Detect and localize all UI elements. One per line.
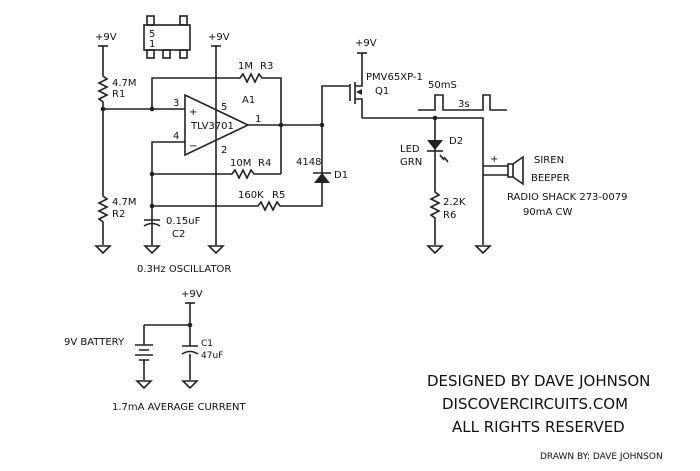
a1-part: TLV3701 — [190, 121, 234, 132]
ground-icons — [94, 245, 492, 390]
c1-ref: C1 — [201, 339, 213, 349]
average-current-note: 1.7mA AVERAGE CURRENT — [112, 402, 246, 413]
r5-ref: R5 — [272, 190, 285, 201]
site-name: DISCOVERCIRCUITS.COM — [442, 395, 628, 413]
r6-ref: R6 — [443, 210, 456, 221]
d1-part: 4148 — [296, 157, 321, 168]
led-d2-icon — [427, 140, 443, 150]
r1-r2-resistors — [97, 46, 109, 245]
battery-icon — [135, 344, 153, 361]
mosfet-q1-icon — [356, 89, 362, 95]
c2-ref: C2 — [172, 229, 185, 240]
waveform-icon — [418, 94, 507, 111]
plus-input-sign: + — [189, 107, 197, 118]
led-color: GRN — [400, 157, 422, 168]
comparator-a1 — [184, 93, 250, 157]
r2-ref: R2 — [112, 209, 125, 220]
vcc-label: +9V — [95, 32, 117, 43]
speaker-part: RADIO SHACK 273-0079 — [507, 192, 627, 203]
vcc-label: +9V — [355, 38, 377, 49]
q1-ref: Q1 — [375, 86, 389, 97]
drawn-by: DRAWN BY: DAVE JOHNSON — [540, 452, 663, 462]
vcc-label: +9V — [181, 289, 203, 300]
pin-1: 1 — [255, 114, 261, 125]
led-label: LED — [400, 144, 420, 155]
speaker-label-1: SIREN — [534, 155, 564, 166]
rights-notice: ALL RIGHTS RESERVED — [452, 418, 625, 436]
r3-resistor — [151, 72, 282, 174]
q1-part: PMV65XP-1 — [366, 72, 423, 83]
minus-input-sign: − — [189, 141, 197, 152]
r6-value: 2.2K — [443, 197, 466, 208]
d2-ref: D2 — [449, 136, 463, 147]
r1-ref: R1 — [112, 89, 125, 100]
d1-ref: D1 — [334, 170, 348, 181]
r3-ref: R3 — [260, 61, 273, 72]
r4-resistor — [152, 168, 281, 180]
diode-d1-icon — [314, 173, 330, 183]
ic-pin-5-label: 5 — [149, 29, 155, 40]
r5-resistor — [152, 125, 323, 212]
r4-value: 10M — [230, 158, 251, 169]
speaker-label-2: BEEPER — [531, 173, 570, 184]
battery-label: 9V BATTERY — [64, 337, 125, 348]
c2-value: 0.15uF — [166, 216, 201, 227]
c1-value: 47uF — [201, 351, 223, 361]
r4-ref: R4 — [258, 158, 271, 169]
ic-package-icon — [143, 15, 191, 59]
oscillator-note: 0.3Hz OSCILLATOR — [137, 264, 231, 275]
pulse-width-label: 50mS — [428, 80, 457, 91]
r1-value: 4.7M — [112, 78, 137, 89]
speaker-current: 90mA CW — [523, 207, 572, 218]
vcc-label: +9V — [208, 32, 230, 43]
pin-2: 2 — [221, 145, 227, 156]
pin-5: 5 — [221, 102, 227, 113]
designed-by: DESIGNED BY DAVE JOHNSON — [427, 372, 650, 390]
speaker-icon — [507, 163, 514, 178]
pin-4: 4 — [173, 131, 179, 142]
period-label: 3s — [458, 99, 470, 110]
r5-value: 160K — [238, 190, 264, 201]
r6-resistor — [429, 118, 441, 245]
a1-ref: A1 — [242, 95, 255, 106]
ic-pin-1-label: 1 — [149, 39, 155, 50]
r2-value: 4.7M — [112, 197, 137, 208]
r3-value: 1M — [238, 61, 253, 72]
speaker-plus: + — [490, 154, 498, 165]
pin-3: 3 — [173, 98, 179, 109]
